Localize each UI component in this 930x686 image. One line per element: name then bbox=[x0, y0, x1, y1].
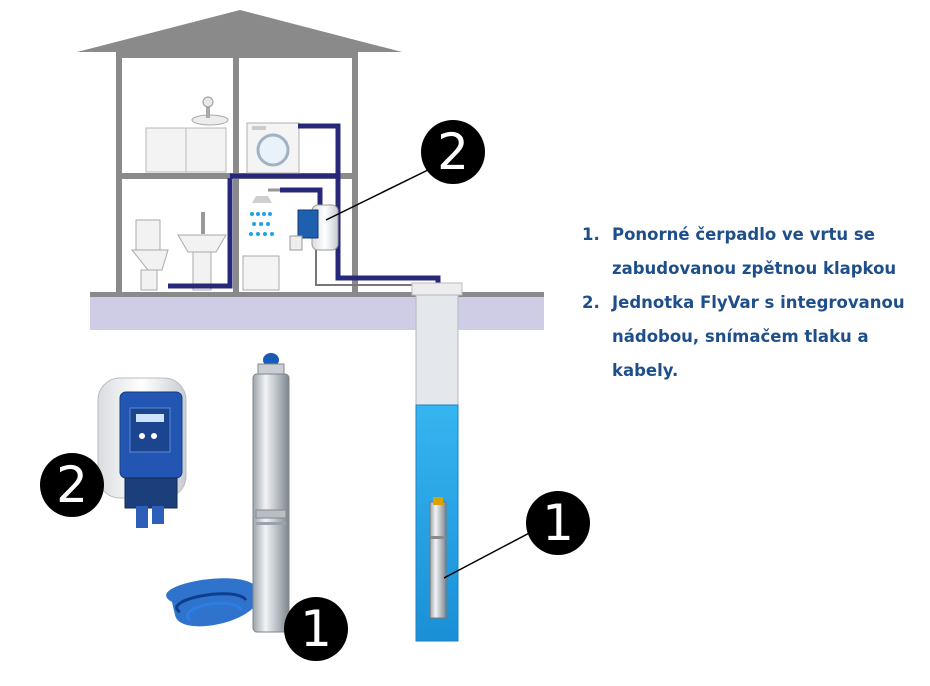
legend-item: 1. Ponorné čerpadlo ve vrtu se zabudovan… bbox=[582, 218, 922, 286]
ground-strip bbox=[90, 296, 544, 330]
product-pump-image bbox=[166, 353, 290, 633]
ground-surface bbox=[90, 292, 544, 297]
lower-sink bbox=[177, 212, 227, 291]
legend-item: 2. Jednotka FlyVar s integrovanou nádobo… bbox=[582, 286, 922, 388]
house-flyvar-unit bbox=[289, 204, 339, 251]
legend-item-number: 1. bbox=[582, 225, 600, 244]
legend-item-number: 2. bbox=[582, 293, 600, 312]
legend-item-text: Ponorné čerpadlo ve vrtu se zabudovanou … bbox=[612, 225, 897, 278]
callout-badge-well-pump: 1 bbox=[526, 491, 590, 555]
well-pump bbox=[429, 497, 447, 619]
shower bbox=[242, 188, 290, 291]
legend-item-text: Jednotka FlyVar s integrovanou nádobou, … bbox=[612, 293, 905, 380]
callout-badge-house-unit: 2 bbox=[421, 120, 485, 184]
callout-badge-product-unit: 2 bbox=[40, 453, 104, 517]
legend-list: 1. Ponorné čerpadlo ve vrtu se zabudovan… bbox=[582, 218, 922, 388]
electric-cable bbox=[315, 250, 414, 286]
house-roof bbox=[77, 10, 402, 52]
washing-machine bbox=[246, 122, 300, 174]
upper-sink-cabinet bbox=[145, 96, 229, 173]
callout-badge-product-pump: 1 bbox=[284, 597, 348, 661]
product-flyvar-image bbox=[97, 377, 187, 528]
toilet bbox=[130, 219, 169, 291]
leader-lines bbox=[325, 167, 536, 579]
